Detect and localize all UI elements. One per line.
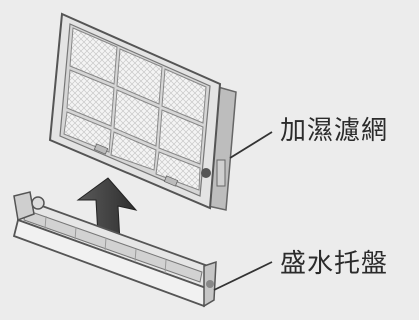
humidifier-filter	[48, 12, 237, 211]
filter-label: 加濕濾網	[280, 116, 389, 146]
tray-leader-line	[213, 261, 273, 291]
tray-label: 盛水托盤	[280, 249, 389, 279]
filter-mesh	[63, 27, 207, 191]
filter-leader-line	[229, 131, 273, 159]
water-tray	[12, 191, 217, 308]
leader-lines	[213, 131, 273, 291]
